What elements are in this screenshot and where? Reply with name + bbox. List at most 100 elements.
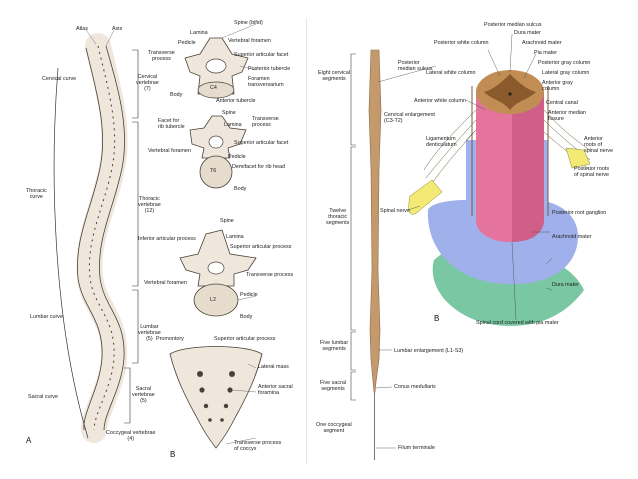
- label-c4-pedicle: Pedicle: [178, 40, 196, 46]
- vertebral-column-illustration: [53, 23, 263, 449]
- label-sec-anterior-gray-column: Anterior gray column: [542, 80, 573, 92]
- label-sec-posterior-median-sulcus: Posterior median sulcus: [484, 22, 542, 28]
- label-c4-lamina: Lamina: [190, 30, 208, 36]
- label-l2-code: L2: [210, 297, 216, 303]
- label-c4-code: C4: [210, 85, 217, 91]
- bracket-thoracic-segments: [350, 146, 356, 331]
- label-conus-medullaris: Conus medullaris: [394, 384, 436, 390]
- label-sec-lateral-gray-column: Lateral gray column: [542, 70, 590, 76]
- panel-spinal-cord: Eight cervical segments Posterior median…: [316, 20, 618, 464]
- label-t6-superior-articular-facet: Superior articular facet: [234, 140, 289, 146]
- label-sec-anterior-roots: Anterior roots of spinal nerve: [584, 136, 614, 154]
- spinal-cord-illustration: [350, 33, 591, 460]
- label-sec-arachnoid-mater-2: Arachnoid mater: [552, 234, 592, 240]
- label-c4-spine-bifid: Spine (bifid): [234, 20, 263, 26]
- label-c4-vertebral-foramen: Vertebral foramen: [228, 38, 271, 44]
- label-cervical-vertebrae: Cervical vertebrae (7): [136, 74, 159, 92]
- gray-matter-butterfly: [484, 74, 536, 110]
- label-l2-superior-articular-process: Superior articular process: [230, 244, 292, 250]
- spinal-cord-long: [368, 49, 382, 393]
- bracket-lumbar-segments: [350, 331, 356, 371]
- label-thoracic-vertebrae: Thoracic vertebrae (12): [138, 196, 161, 214]
- spine-outline-left: [77, 47, 103, 431]
- label-sec-posterior-gray-column: Posterior gray column: [538, 60, 591, 66]
- label-l2-body: Body: [240, 314, 253, 320]
- label-t6-spine: Spine: [222, 110, 236, 116]
- label-t6-lamina: Lamina: [224, 122, 242, 128]
- label-t6-facet-rib-tubercle: Facet for rib tubercle: [158, 118, 185, 130]
- label-filum-terminale: Filum terminale: [398, 445, 435, 451]
- label-sec-arachnoid-mater: Arachnoid mater: [522, 40, 562, 46]
- sacrum: [169, 346, 263, 449]
- label-c4-transverse-process: Transverse process: [148, 50, 175, 62]
- label-twelve-thoracic: Twelve thoracic segments: [326, 208, 350, 226]
- cord-column-shade: [512, 90, 544, 242]
- label-transverse-process-coccyx: Transverse process of coccyx: [234, 440, 282, 452]
- panel-vertebral-column: Atlas Axis Cervical curve Cervical verte…: [20, 18, 307, 464]
- label-sec-posterior-white-column: Posterior white column: [434, 40, 489, 46]
- label-sec-lateral-white-column: Lateral white column: [426, 70, 476, 76]
- label-t6-vertebral-foramen: Vertebral foramen: [148, 148, 191, 154]
- label-cord-posterior-median-sulcus: Posterior median sulcus: [398, 60, 433, 72]
- label-l2-lamina: Lamina: [226, 234, 244, 240]
- label-sacral-curve: Sacral curve: [28, 394, 58, 400]
- label-c4-anterior-tubercle: Anterior tubercle: [216, 98, 256, 104]
- label-one-coccygeal: One coccygeal segment: [316, 422, 352, 434]
- spinal-nerve-right: [565, 147, 591, 169]
- label-sec-central-canal: Central canal: [546, 100, 578, 106]
- label-lumbar-vertebrae: Lumbar vertebrae (5): [138, 324, 161, 342]
- outer-tube: [471, 86, 549, 216]
- bracket-sacral: [124, 367, 131, 424]
- label-sec-posterior-root-ganglion: Posterior root ganglion: [552, 210, 607, 216]
- label-c4-posterior-tubercle: Posterior tubercle: [248, 66, 291, 72]
- label-sec-anterior-median-fissure: Anterior median fissure: [548, 110, 587, 122]
- label-five-lumbar: Five lumbar segments: [320, 340, 349, 352]
- bracket-cervical-segments: [350, 53, 356, 146]
- label-c4-body: Body: [170, 92, 183, 98]
- figure-letter-a: A: [26, 436, 32, 445]
- label-lumbar-curve: Lumbar curve: [30, 314, 63, 320]
- bracket-sacral-segments: [350, 371, 356, 401]
- label-eight-cervical: Eight cervical segments: [318, 70, 351, 82]
- label-t6-code: T6: [210, 168, 217, 174]
- label-thoracic-curve: Thoracic curve: [26, 188, 47, 200]
- label-anterior-sacral-foramina: Anterior sacral foramina: [258, 384, 293, 396]
- label-lateral-mass: Lateral mass: [258, 364, 289, 370]
- label-lumbar-enlargement: Lumbar enlargement (L1-S3): [394, 348, 464, 354]
- vertebra-t6: [189, 115, 247, 189]
- central-canal-dot: [508, 92, 512, 96]
- label-sec-ligamentum-denticulatum: Ligamentum denticulatum: [426, 136, 457, 148]
- label-sec-spinal-cord-pia: Spinal cord covered with pia mater: [476, 320, 559, 326]
- spine-shape: [76, 33, 128, 443]
- label-sec-anterior-white-column: Anterior white column: [414, 98, 466, 104]
- leader-lines-left: [85, 23, 257, 445]
- label-promontory: Promontory: [156, 336, 184, 342]
- bracket-lumbar: [132, 289, 139, 364]
- label-t6-pedicle: Pedicle: [228, 154, 246, 160]
- label-axis: Axis: [112, 26, 123, 32]
- label-l2-spine: Spine: [220, 218, 234, 224]
- label-sec-spinal-nerve: Spinal nerve: [380, 208, 410, 214]
- label-sec-pia-mater: Pia mater: [534, 50, 558, 56]
- vertebra-c4: [184, 37, 249, 99]
- bracket-cervical: [132, 49, 139, 119]
- label-cervical-enlargement: Cervical enlargement (C3-T2): [384, 112, 435, 124]
- label-t6-demifacet: Demifacet for rib head: [232, 164, 286, 170]
- label-coccygeal-vertebrae: Coccygeal vertebrae (4): [106, 430, 156, 442]
- bracket-thoracic: [132, 121, 139, 287]
- figure-letter-b: B: [170, 450, 176, 459]
- spinal-nerve-left: [408, 179, 443, 215]
- label-l2-inferior-articular-process: Inferior articular process: [138, 236, 196, 242]
- label-cervical-curve: Cervical curve: [42, 76, 77, 82]
- spine-outline-right: [99, 45, 125, 431]
- label-l2-vertebral-foramen: Vertebral foramen: [144, 280, 187, 286]
- label-sec-dura-mater-2: Dura mater: [552, 282, 579, 288]
- label-l2-pedicle: Pedicle: [240, 292, 258, 298]
- curve-indicator-line: [53, 67, 89, 439]
- label-c4-foramen-transversarium: Foramen transversarium: [248, 76, 284, 88]
- vertebra-l2: [179, 229, 257, 317]
- label-l2-transverse-process: Transverse process: [246, 272, 294, 278]
- label-sec-dura-mater: Dura mater: [514, 30, 541, 36]
- label-t6-transverse-process: Transverse process: [252, 116, 279, 128]
- label-sacral-vertebrae: Sacral vertebrae (5): [132, 386, 155, 404]
